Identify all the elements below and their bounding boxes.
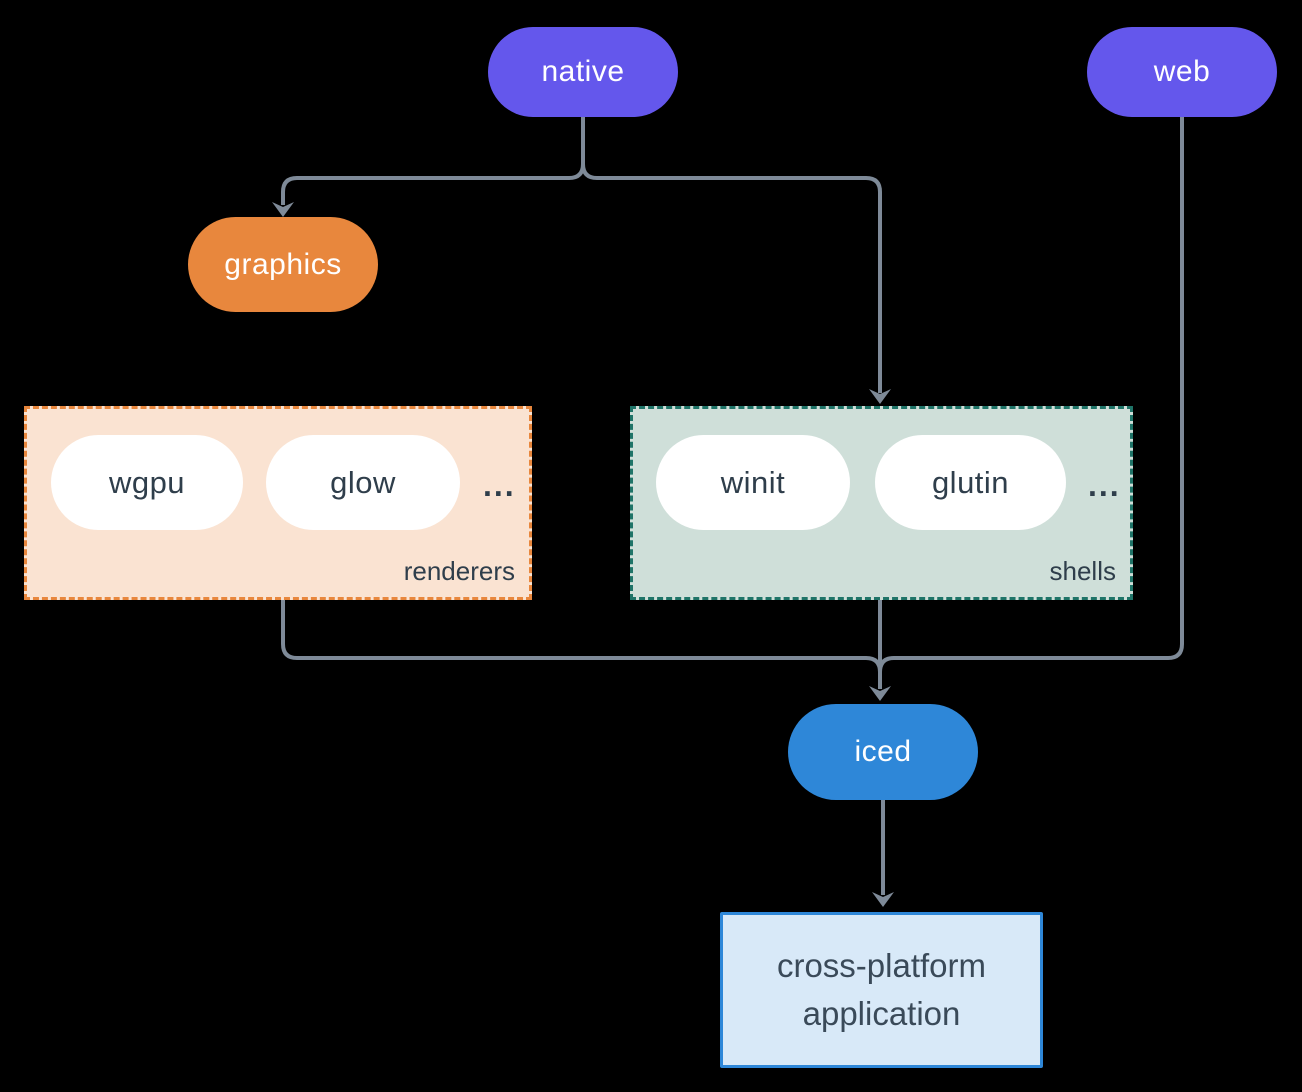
- node-wgpu-label: wgpu: [108, 464, 186, 500]
- arrowhead-iced: [869, 686, 891, 701]
- node-wgpu: wgpu: [51, 435, 243, 530]
- node-glow-label: glow: [330, 464, 396, 500]
- node-iced-label: iced: [854, 735, 912, 768]
- node-glow: glow: [266, 435, 460, 530]
- node-glutin-label: glutin: [931, 464, 1010, 500]
- arrowhead-graphics: [272, 202, 294, 217]
- node-app-label: cross-platform application: [776, 947, 987, 1032]
- node-graphics: graphics: [188, 217, 378, 312]
- renderers-more-indicator: ...: [483, 467, 516, 503]
- renderers-group-label: renderers: [403, 556, 515, 586]
- arrowhead-shells: [869, 389, 891, 404]
- arrowhead-app: [872, 892, 894, 907]
- node-iced: iced: [788, 704, 978, 800]
- node-web: web: [1087, 27, 1277, 117]
- shells-more-indicator: ...: [1088, 467, 1121, 503]
- node-glutin: glutin: [875, 435, 1066, 530]
- edge-native-shells: [581, 163, 882, 393]
- shells-group-label: shells: [1049, 556, 1116, 586]
- group-renderers: wgpu glow ... renderers: [24, 406, 532, 600]
- group-shells: winit glutin ... shells: [630, 406, 1133, 600]
- node-winit-label: winit: [720, 464, 786, 500]
- edge-native-graphics: [281, 116, 585, 205]
- edge-renderers-iced: [281, 600, 882, 673]
- node-native: native: [488, 27, 678, 117]
- node-web-label: web: [1153, 55, 1211, 88]
- node-cross-platform-application: cross-platform application: [720, 912, 1043, 1068]
- node-graphics-label: graphics: [224, 247, 342, 281]
- node-winit: winit: [656, 435, 850, 530]
- node-native-label: native: [541, 55, 625, 88]
